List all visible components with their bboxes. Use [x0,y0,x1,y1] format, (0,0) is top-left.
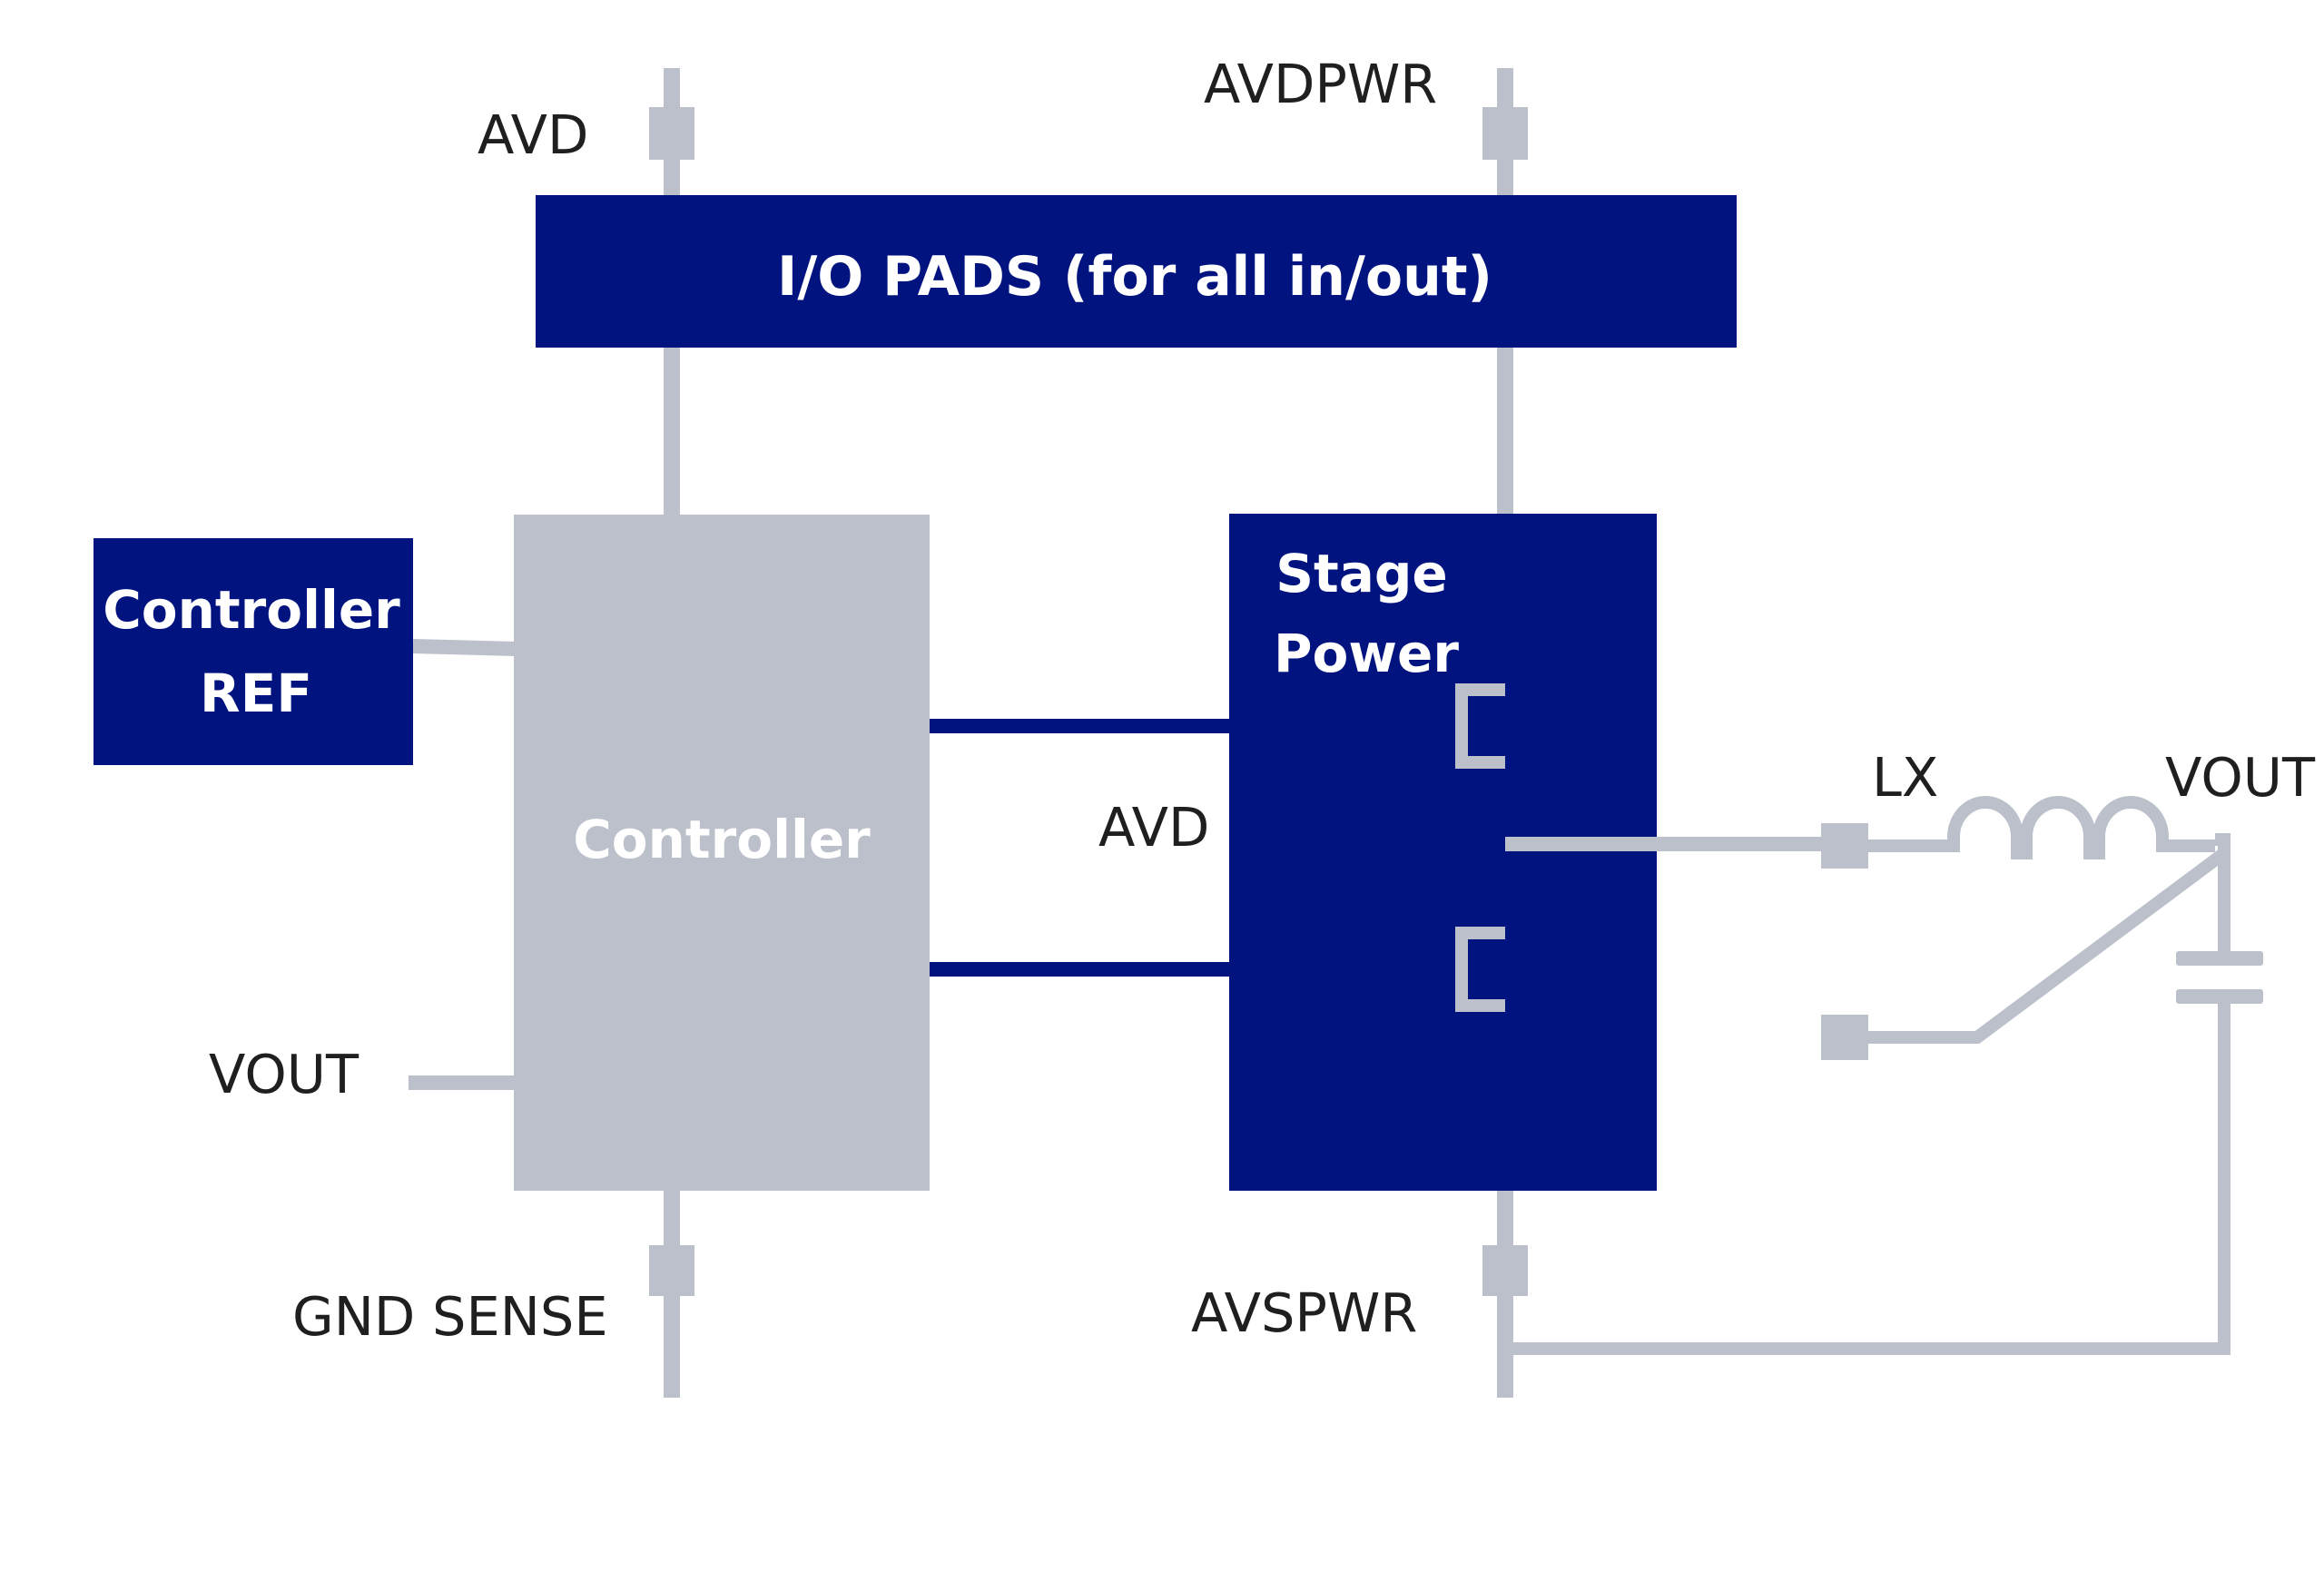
avspwr-label: AVSPWR [1191,1281,1417,1344]
controller-block [514,515,930,1191]
vout-left-label: VOUT [209,1043,359,1105]
gnd-sense-pin [649,1245,694,1296]
vout-sense-pin [1821,1015,1868,1060]
stage-power-label-2: Power [1274,623,1459,684]
gnd-sense-label: GND SENSE [292,1285,608,1348]
lx-label: LX [1872,746,1938,809]
inductor-icon [1943,796,2215,859]
avd-pin [649,107,694,160]
capacitor-icon [2176,951,2263,966]
avdpwr-label: AVDPWR [1204,53,1437,115]
output-stage [1505,796,2263,1355]
controller-ref-block [94,538,413,765]
io-pads-block [536,195,1737,348]
avd-top-label: AVD [478,103,588,166]
stage-power-label-1: Stage [1275,543,1448,604]
controller-ref-label-1: Controller [103,579,400,641]
stage-power-transistors [1455,683,1843,1012]
avd-mid-label: AVD [1098,796,1209,859]
controller-label: Controller [573,809,871,870]
vout-right-label: VOUT [2165,746,2316,809]
io-pads-label: I/O PADS (for all in/out) [777,245,1492,309]
stage-power-block [1229,514,1657,1191]
lx-pin [1821,823,1868,869]
avdpwr-pin [1482,107,1528,160]
vout-sense-line [1868,848,2229,1044]
avspwr-pin [1482,1245,1528,1296]
controller-ref-label-2: REF [200,663,312,724]
ref-to-controller-line [412,639,517,656]
